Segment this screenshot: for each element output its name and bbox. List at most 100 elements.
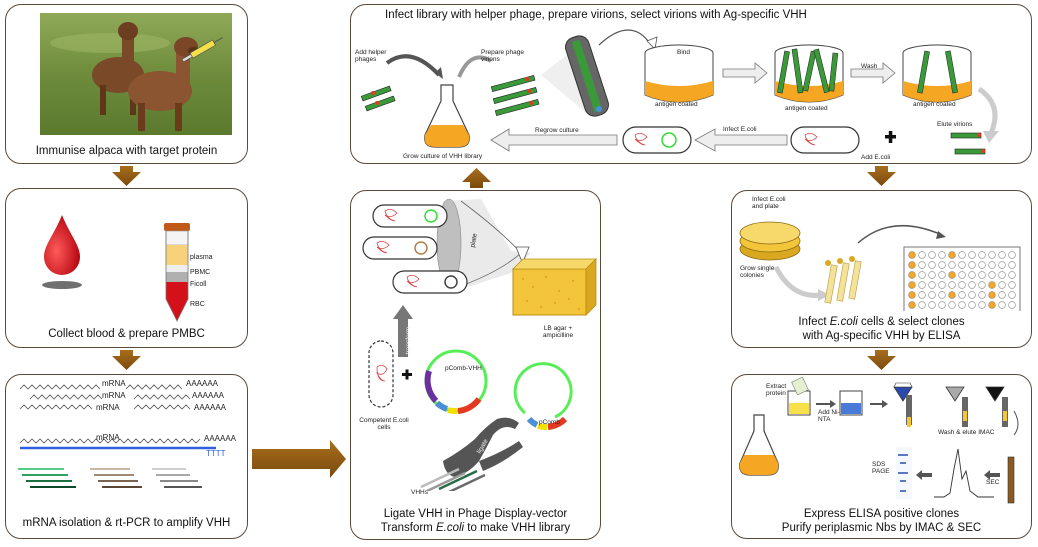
plate-well <box>928 271 936 279</box>
plate-well <box>998 301 1006 309</box>
plate-well <box>948 301 956 309</box>
mrna-label-2: mRNA <box>102 391 126 400</box>
elute-virions-label: Elute virions <box>937 121 973 128</box>
agar-label: LB agar + ampicilline <box>542 325 574 339</box>
ligate-caption-2: Transform E.coli to make VHH library <box>351 521 600 536</box>
plate-well <box>988 281 996 289</box>
grow-culture-label: Grow culture of VHH library <box>403 153 483 160</box>
arrow-down-3 <box>867 166 896 186</box>
plate-well <box>1008 261 1016 269</box>
transform-label: transform <box>405 326 413 355</box>
plate-well <box>938 251 946 259</box>
plate-well <box>958 281 966 289</box>
plate-well <box>998 281 1006 289</box>
plate-well <box>998 271 1006 279</box>
panel-immunise: Immunise alpaca with target protein <box>5 4 248 164</box>
plate-well <box>948 291 956 299</box>
prepare-virions-label: Prepare phage virions <box>481 49 525 63</box>
plate-well <box>958 261 966 269</box>
tube-label-rbc: RBC <box>190 301 205 308</box>
grow-single-label: Grow single colonies <box>740 265 775 279</box>
plate-well <box>908 251 916 259</box>
purify-illustration <box>739 376 1019 504</box>
polyt-label: TTTT <box>206 449 226 458</box>
plate-well <box>958 251 966 259</box>
library-illustration <box>360 29 999 155</box>
plate-well <box>918 301 926 309</box>
tube-label-plasma: plasma <box>190 254 213 261</box>
arrow-down-4 <box>867 350 896 370</box>
tube-label-pbmc: PBMC <box>190 269 211 276</box>
plate-well <box>968 271 976 279</box>
plate-well <box>998 291 1006 299</box>
plate-well <box>968 251 976 259</box>
alpaca-photo <box>40 13 232 135</box>
plate-well <box>1008 251 1016 259</box>
panel-purify: Extract protein Add Ni-NTA Wash & elute … <box>731 374 1032 539</box>
ligate-caption-2-pre: Transform <box>380 522 436 534</box>
plate-well <box>978 251 986 259</box>
plate-well <box>928 301 936 309</box>
elisa-caption-1-em: E.coli <box>829 316 858 328</box>
elisa-caption-1: Infect E.coli cells & select clones <box>732 315 1031 330</box>
arrow-down-1 <box>112 166 141 186</box>
plate-well <box>948 261 956 269</box>
ligate-illustration <box>362 198 597 491</box>
plate-well <box>1008 291 1016 299</box>
regrow-culture-label: Regrow culture <box>535 127 579 134</box>
plate-well <box>938 281 946 289</box>
antigen-coated-1: antigen coated <box>655 101 698 108</box>
plate-well <box>908 301 916 309</box>
plate-well <box>1008 301 1016 309</box>
polya-label-1: AAAAAA <box>186 379 219 388</box>
plate-well <box>918 291 926 299</box>
library-title: Infect library with helper phage, prepar… <box>385 9 807 21</box>
plate-well <box>978 301 986 309</box>
arrow-right-1 <box>252 440 346 478</box>
plate-well <box>918 271 926 279</box>
bind-label: Bind <box>677 49 691 56</box>
mrna-label-main: mRNA <box>96 433 120 442</box>
mrna-caption: mRNA isolation & rt-PCR to amplify VHH <box>22 517 231 529</box>
infect-plate-label: Infect E.coli and plate <box>752 196 786 210</box>
ligate-caption-2-post: to make VHH library <box>464 522 571 534</box>
pcomb-label: pComb <box>539 419 560 426</box>
infect-ecoli-label: Infect E.coli <box>723 126 757 133</box>
elisa-caption-1-pre: Infect <box>798 316 830 328</box>
mrna-strands <box>18 384 216 488</box>
wash-label: Wash <box>861 63 878 70</box>
plate-well <box>978 281 986 289</box>
arrow-down-2 <box>112 350 141 370</box>
plate-well <box>918 261 926 269</box>
plate-well <box>908 281 916 289</box>
plate-well <box>908 261 916 269</box>
ligate-caption-2-em: E.coli <box>435 522 465 534</box>
vhhs-label: VHHs <box>411 489 428 496</box>
panel-ligate: plate LB agar + ampicilline transform Co… <box>350 190 601 540</box>
add-helper-label: Add helper phages <box>355 49 387 63</box>
plate-well <box>908 291 916 299</box>
plate-well <box>928 261 936 269</box>
plate-well <box>968 261 976 269</box>
pcomb-vhh-label: pComb-VHH <box>445 365 482 372</box>
sds-page-label: SDS PAGE <box>872 461 890 475</box>
plate-well <box>948 281 956 289</box>
antigen-coated-3: antigen coated <box>913 101 956 108</box>
plate-well <box>988 251 996 259</box>
plate-well <box>968 281 976 289</box>
centrifuge-tube-icon <box>164 223 190 322</box>
panel-library: Infect library with helper phage, prepar… <box>350 4 1032 164</box>
mrna-label-1: mRNA <box>102 379 126 388</box>
blood-drop-icon <box>42 215 82 289</box>
plate-well <box>978 291 986 299</box>
plate-well <box>968 291 976 299</box>
plate-well <box>938 301 946 309</box>
plate-well <box>988 261 996 269</box>
extract-protein-label: Extract protein <box>766 383 787 397</box>
add-ecoli-label: Add E.coli <box>861 154 891 161</box>
sec-label: SEC <box>986 479 1000 486</box>
plate-well <box>928 281 936 289</box>
purify-caption-2: Purify periplasmic Nbs by IMAC & SEC <box>781 522 982 534</box>
plate-well <box>928 291 936 299</box>
plate-well <box>1008 271 1016 279</box>
